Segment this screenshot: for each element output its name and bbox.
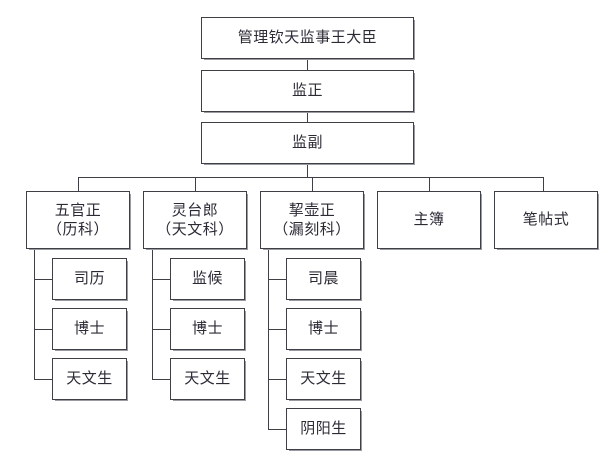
node-top-minister: 管理钦天监事王大臣 — [201, 17, 415, 60]
connector-col1-trunk — [34, 249, 35, 380]
connector-top-to-director — [307, 59, 308, 70]
node-label: 天文生 — [184, 369, 231, 388]
connector-bus-drop-2 — [195, 177, 196, 191]
node-leaf-col2-2: 博士 — [170, 308, 246, 351]
node-label-line2: （历科） — [46, 220, 109, 238]
connector-bus-drop-4 — [429, 177, 430, 191]
connector-vice-drop — [307, 164, 308, 177]
node-label-line1: 五官正 — [54, 200, 102, 219]
connector-col2-branch-1 — [152, 279, 170, 280]
node-label: 天文生 — [300, 369, 347, 388]
node-leaf-col1-3: 天文生 — [52, 358, 128, 401]
node-dept-lingtailang: 灵台郎 （天文科） — [143, 191, 248, 250]
connector-col1-branch-1 — [34, 279, 52, 280]
node-leaf-col2-3: 天文生 — [170, 358, 246, 401]
node-leaf-col3-1: 司晨 — [286, 258, 362, 301]
node-label-line1: 挈壶正 — [288, 200, 336, 219]
node-leaf-col1-2: 博士 — [52, 308, 128, 351]
node-label: 监候 — [191, 269, 223, 288]
connector-col3-trunk — [268, 249, 269, 430]
connector-col2-trunk — [152, 249, 153, 380]
node-label: 笔帖式 — [522, 210, 570, 229]
node-dept-qiehuzheng: 挈壶正 （漏刻科） — [260, 191, 365, 250]
node-leaf-col2-1: 监候 — [170, 258, 246, 301]
node-dept-bitieshi: 笔帖式 — [494, 191, 599, 250]
connector-col3-branch-3 — [268, 379, 286, 380]
connector-col2-branch-3 — [152, 379, 170, 380]
node-vice-director: 监副 — [201, 122, 415, 165]
connector-col1-branch-3 — [34, 379, 52, 380]
node-label: 管理钦天监事王大臣 — [237, 28, 378, 47]
node-label: 监副 — [291, 133, 323, 152]
node-label: 司晨 — [307, 269, 339, 288]
node-label: 阴阳生 — [300, 419, 347, 438]
connector-col1-branch-2 — [34, 329, 52, 330]
connector-col2-branch-2 — [152, 329, 170, 330]
node-leaf-col3-4: 阴阳生 — [286, 408, 362, 451]
node-dept-zhubu: 主簿 — [377, 191, 482, 250]
node-leaf-col1-1: 司历 — [52, 258, 128, 301]
node-label-line1: 灵台郎 — [171, 200, 219, 219]
connector-bus-drop-3 — [312, 177, 313, 191]
node-label-line2: （天文科） — [156, 220, 234, 238]
node-label: 博士 — [307, 319, 339, 338]
node-leaf-col3-2: 博士 — [286, 308, 362, 351]
node-director: 监正 — [201, 70, 415, 113]
node-label-line2: （漏刻科） — [273, 220, 351, 238]
connector-col3-branch-4 — [268, 429, 286, 430]
connector-director-to-vice — [307, 112, 308, 122]
node-label: 监正 — [291, 81, 323, 100]
node-label: 主簿 — [413, 210, 445, 229]
connector-col3-branch-2 — [268, 329, 286, 330]
connector-col3-branch-1 — [268, 279, 286, 280]
connector-bus-drop-5 — [543, 177, 544, 191]
connector-bus-horizontal — [78, 177, 544, 178]
node-dept-wuguanzheng: 五官正 （历科） — [26, 191, 131, 250]
node-label: 司历 — [73, 269, 105, 288]
connector-bus-drop-1 — [78, 177, 79, 191]
node-label: 博士 — [191, 319, 223, 338]
node-label: 天文生 — [66, 369, 113, 388]
node-leaf-col3-3: 天文生 — [286, 358, 362, 401]
node-label: 博士 — [73, 319, 105, 338]
